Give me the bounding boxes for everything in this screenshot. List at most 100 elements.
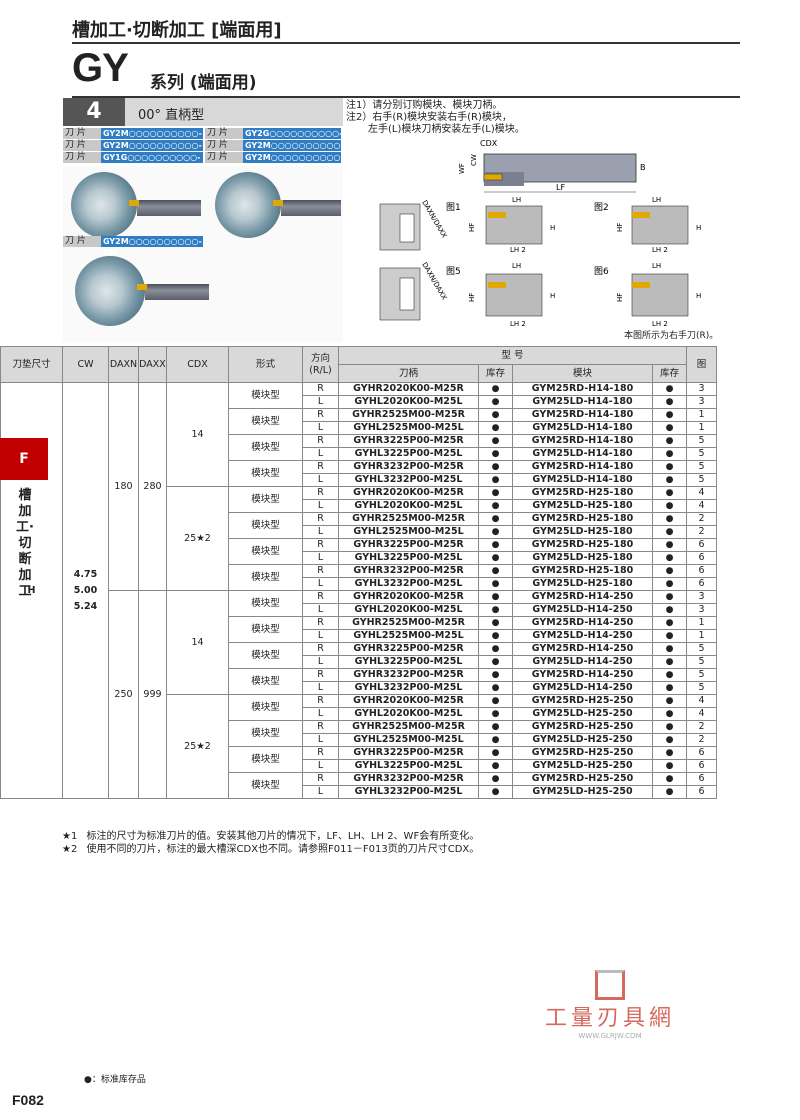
- cw-label: CW: [470, 154, 478, 166]
- insert-image: [273, 200, 283, 206]
- holder-cell: GYHL2020K00-M25L: [338, 603, 479, 617]
- module-cell: GYM25RD-H25-250: [512, 746, 653, 760]
- header-cw: CW: [62, 346, 109, 383]
- cdx-label: CDX: [480, 139, 498, 148]
- figure-cell: 5: [686, 434, 718, 448]
- holder-stock-cell: ●: [478, 616, 513, 630]
- direction-cell: L: [302, 681, 339, 695]
- form-cell: 模块型: [228, 772, 303, 799]
- form-cell: 模块型: [228, 616, 303, 643]
- holder-cell: GYHL2020K00-M25L: [338, 499, 479, 513]
- figure-cell: 4: [686, 499, 718, 513]
- holder-stock-cell: ●: [478, 590, 513, 604]
- hf-label: HF: [468, 223, 476, 232]
- form-cell: 模块型: [228, 408, 303, 435]
- figure-cell: 6: [686, 538, 718, 552]
- module-stock-cell: ●: [651, 642, 688, 656]
- section-tab[interactable]: F: [0, 438, 48, 480]
- module-cell: GYM25RD-H14-250: [512, 668, 653, 682]
- module-cell: GYM25RD-H14-250: [512, 642, 653, 656]
- holder-stock-cell: ●: [478, 538, 513, 552]
- series-label: 系列 (端面用): [150, 73, 257, 93]
- figure-cell: 6: [686, 577, 718, 591]
- holder-stock-cell: ●: [478, 486, 513, 500]
- spacer-cell: [717, 448, 800, 461]
- h-label: H: [550, 292, 555, 300]
- holder-cell: GYHL3232P00-M25L: [338, 473, 479, 487]
- figure-cell: 5: [686, 460, 718, 474]
- direction-cell: L: [302, 655, 339, 669]
- module-stock-cell: ●: [651, 434, 688, 448]
- module-stock-cell: ●: [651, 395, 688, 409]
- direction-cell: R: [302, 486, 339, 500]
- holder-cell: GYHR3225P00-M25R: [338, 642, 479, 656]
- daxx-cell: 280: [138, 382, 167, 591]
- holder-stock-cell: ●: [478, 707, 513, 721]
- spacer-cell: [717, 461, 800, 474]
- holder-cell: GYHL3232P00-M25L: [338, 577, 479, 591]
- module-cell: GYM25LD-H25-250: [512, 785, 653, 799]
- holder-stock-cell: ●: [478, 395, 513, 409]
- workpiece-image: [75, 256, 145, 326]
- module-stock-cell: ●: [651, 551, 688, 565]
- form-cell: 模块型: [228, 590, 303, 617]
- daxn-cell: 180: [108, 382, 139, 591]
- insert-image: [137, 284, 147, 290]
- hf-label: HF: [616, 293, 624, 302]
- tool-shank-image: [137, 200, 201, 216]
- direction-cell: R: [302, 720, 339, 734]
- module-cell: GYM25LD-H25-180: [512, 551, 653, 565]
- module-stock-cell: ●: [651, 512, 688, 526]
- header-holder: 刀柄: [338, 364, 479, 383]
- direction-cell: R: [302, 772, 339, 786]
- spacer-cell: [717, 630, 800, 643]
- header-cdx: CDX: [166, 346, 229, 383]
- insert-label: 刀 片: [205, 128, 243, 139]
- module-cell: GYM25RD-H25-250: [512, 720, 653, 734]
- insert-image: [129, 200, 139, 206]
- holder-stock-cell: ●: [478, 382, 513, 396]
- module-stock-cell: ●: [651, 668, 688, 682]
- lh-label: LH: [512, 196, 521, 204]
- holder-stock-cell: ●: [478, 655, 513, 669]
- holder-stock-cell: ●: [478, 759, 513, 773]
- module-cell: GYM25RD-H25-180: [512, 486, 653, 500]
- form-cell: 模块型: [228, 434, 303, 461]
- series-big-label: GY: [72, 46, 129, 90]
- holder-stock-cell: ●: [478, 499, 513, 513]
- holder-stock-cell: ●: [478, 447, 513, 461]
- module-stock-cell: ●: [651, 616, 688, 630]
- direction-cell: L: [302, 473, 339, 487]
- figure-cell: 2: [686, 525, 718, 539]
- figure-cell: 6: [686, 772, 718, 786]
- spacer-cell: [717, 383, 800, 396]
- module-stock-cell: ●: [651, 421, 688, 435]
- holder-cell: GYHL2525M00-M25L: [338, 525, 479, 539]
- module-cell: GYM25LD-H25-180: [512, 525, 653, 539]
- holder-cell: GYHR2525M00-M25R: [338, 616, 479, 630]
- holder-stock-cell: ●: [478, 603, 513, 617]
- holder-cell: GYHL3232P00-M25L: [338, 785, 479, 799]
- type-number: 4: [63, 98, 125, 126]
- module-cell: GYM25LD-H25-250: [512, 759, 653, 773]
- holder-cell: GYHR3232P00-M25R: [338, 460, 479, 474]
- module-cell: GYM25RD-H25-250: [512, 772, 653, 786]
- holder-stock-cell: ●: [478, 460, 513, 474]
- holder-stock-cell: ●: [478, 681, 513, 695]
- direction-cell: R: [302, 564, 339, 578]
- module-stock-cell: ●: [651, 525, 688, 539]
- holder-cell: GYHR3225P00-M25R: [338, 538, 479, 552]
- holder-cell: GYHR3232P00-M25R: [338, 668, 479, 682]
- module-cell: GYM25LD-H25-250: [512, 733, 653, 747]
- section-title: 槽加工·切断加工 [端面用]: [72, 20, 282, 41]
- wf-label: WF: [458, 163, 466, 174]
- form-cell: 模块型: [228, 642, 303, 669]
- direction-cell: L: [302, 577, 339, 591]
- spacer-cell: [717, 617, 800, 630]
- figure-cell: 5: [686, 447, 718, 461]
